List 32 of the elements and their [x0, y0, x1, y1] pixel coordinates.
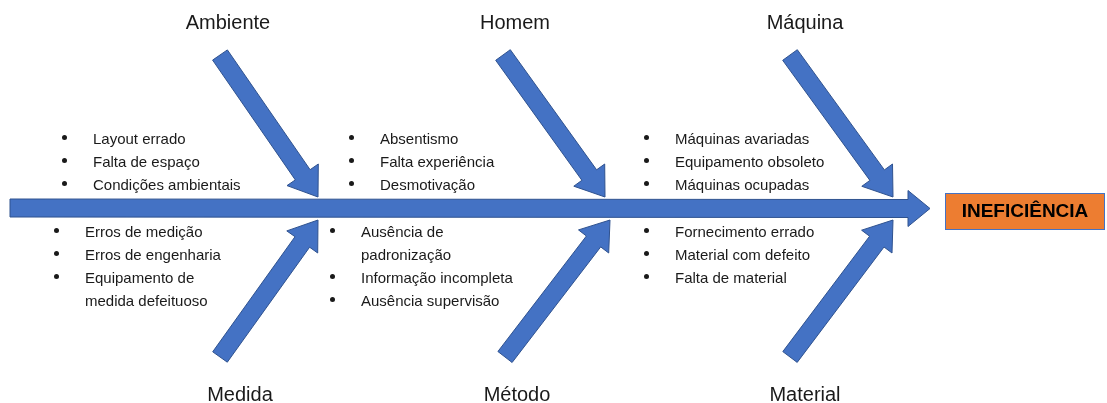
category-label: Ambiente	[168, 8, 288, 36]
cause-item: Desmotivação	[380, 175, 477, 195]
category-label: Medida	[180, 380, 300, 403]
effect-box: INEFICIÊNCIA	[945, 193, 1105, 230]
cause-item: Absentismo	[380, 129, 460, 149]
block-arrow	[782, 49, 894, 198]
block-arrow	[212, 219, 319, 363]
category-label: Método	[457, 380, 577, 403]
cause-item: Fornecimento errado	[675, 222, 816, 242]
cause-item: Equipamento obsoleto	[675, 152, 826, 172]
cause-item: Falta experiência	[380, 152, 496, 172]
cause-item: Falta de material	[675, 268, 788, 288]
cause-item: Erros de medição	[85, 222, 204, 242]
cause-item: Ausência supervisão	[361, 291, 501, 311]
cause-item: Máquinas avariadas	[675, 129, 811, 149]
category-label: Material	[745, 380, 865, 403]
cause-item: Máquinas ocupadas	[675, 175, 811, 195]
block-arrow	[212, 49, 319, 198]
cause-item: Informação incompleta	[361, 268, 514, 288]
cause-item: Layout errado	[93, 129, 187, 149]
cause-item: Equipamento de medida defeituoso	[85, 268, 209, 311]
cause-item: Falta de espaço	[93, 152, 201, 172]
block-arrow	[782, 219, 894, 363]
cause-item: Erros de engenharia	[85, 245, 222, 265]
cause-item: Ausência de padronização	[361, 222, 453, 265]
cause-item: Condições ambientais	[93, 175, 242, 195]
block-arrow	[497, 219, 611, 363]
cause-item: Material com defeito	[675, 245, 812, 265]
block-arrow	[9, 190, 931, 227]
block-arrow	[495, 49, 606, 198]
category-label: Máquina	[745, 8, 865, 36]
category-label: Homem	[455, 8, 575, 36]
